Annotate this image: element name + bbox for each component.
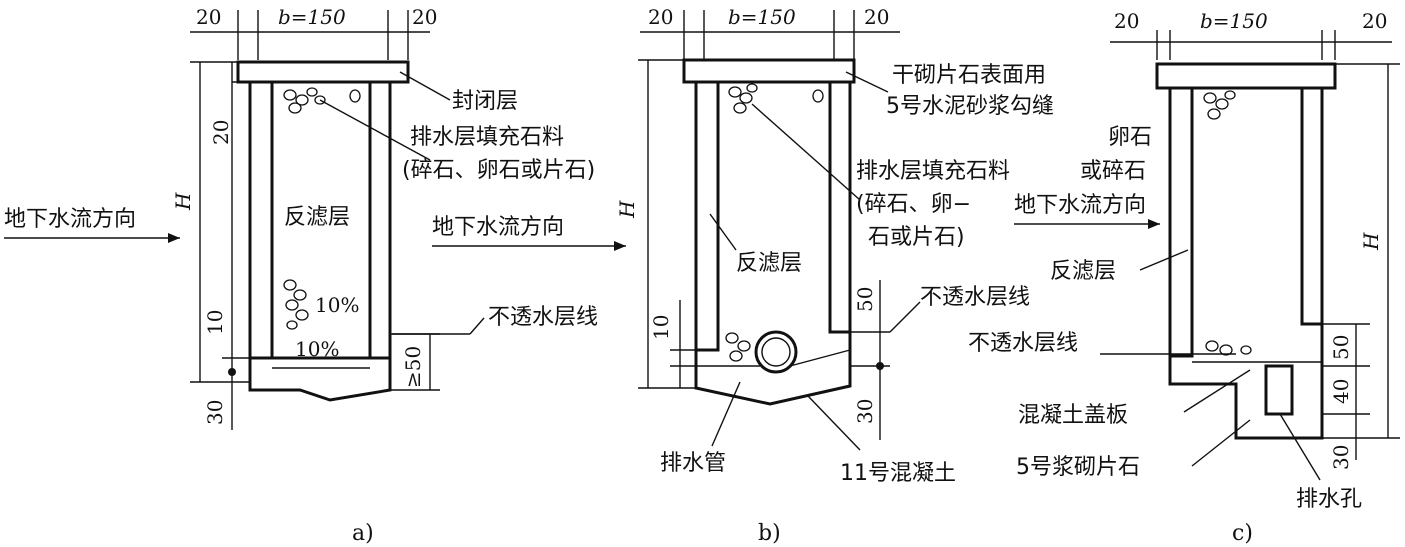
panel-b-left-dims: H 10 bbox=[615, 59, 696, 389]
panel-c-top-dims: 20 b=150 20 bbox=[1110, 9, 1392, 60]
panel-c-right-dims: H 50 40 30 bbox=[1322, 63, 1400, 470]
panel-b-label-pipe: 排水管 bbox=[660, 451, 726, 476]
panel-a-dim-right: 20 bbox=[412, 5, 437, 29]
panel-b-dim-left: 20 bbox=[648, 5, 673, 29]
panel-b-concrete-base bbox=[694, 332, 852, 406]
panel-b-label-fill-1: 排水层填充石料 bbox=[856, 159, 1010, 184]
panel-b-label-flow: 地下水流方向 bbox=[432, 215, 564, 240]
panel-c-dim-right: 20 bbox=[1362, 9, 1387, 33]
panel-c-label-flow: 地下水流方向 bbox=[1014, 193, 1146, 218]
panel-c-cap-slab bbox=[1155, 62, 1337, 90]
panel-a-stones bbox=[283, 87, 361, 330]
panel-b: 20 b=150 20 H 10 bbox=[432, 5, 1054, 546]
panel-b-label-concrete: 11号混凝土 bbox=[840, 461, 956, 486]
panel-a-label-filter: 反滤层 bbox=[284, 205, 350, 230]
panel-c-dim-50: 50 bbox=[1329, 335, 1353, 360]
panel-b-impermeable-wall bbox=[828, 80, 852, 334]
panel-a-label-fill-2: (碎石、卵石或片石) bbox=[402, 158, 595, 183]
panel-a-left-dims: 20 H 10 30 bbox=[171, 61, 250, 430]
panel-c-impermeable-wall bbox=[1300, 86, 1324, 326]
panel-a-label-impermeable: 不透水层线 bbox=[488, 305, 598, 330]
panel-c-label-pebble-2: 或碎石 bbox=[1080, 159, 1146, 184]
panel-a-label-flow: 地下水流方向 bbox=[4, 207, 136, 232]
panel-b-label-cap-2: 5号水泥砂浆勾缝 bbox=[886, 94, 1054, 119]
panel-a-top-dims: 20 b=150 20 bbox=[190, 5, 437, 60]
panel-b-stones bbox=[725, 83, 824, 362]
panel-b-dim-50: 50 bbox=[853, 287, 877, 312]
panel-c-label-impermeable: 不透水层线 bbox=[968, 331, 1078, 356]
panel-b-dim-width: b=150 bbox=[728, 5, 796, 29]
panel-c-dim-width: b=150 bbox=[1200, 9, 1268, 33]
panel-b-label-cap-1: 干砌片石表面用 bbox=[892, 63, 1046, 88]
panel-c-filter-wall bbox=[1168, 86, 1194, 358]
panel-a-impermeable-wall bbox=[368, 80, 392, 360]
panel-a-dim-30: 30 bbox=[203, 400, 227, 425]
panel-c: 20 b=150 20 H 50 40 30 bbox=[968, 9, 1400, 546]
panel-b-dim-h: H bbox=[615, 200, 639, 219]
panel-c-drain-hole bbox=[1264, 364, 1294, 416]
panel-c-caption: c) bbox=[1232, 521, 1253, 546]
panel-a-slope-1: 10% bbox=[315, 293, 359, 317]
panel-c-label-pebble-1: 卵石 bbox=[1108, 125, 1152, 150]
panel-b-label-filter: 反滤层 bbox=[736, 251, 802, 276]
panel-b-caption: b) bbox=[758, 521, 781, 546]
panel-b-dim-10: 10 bbox=[649, 315, 673, 340]
panel-b-filter-wall bbox=[694, 80, 720, 352]
panel-c-label-hole: 排水孔 bbox=[1296, 487, 1362, 512]
panel-b-dim-30: 30 bbox=[853, 399, 877, 424]
panel-c-dim-30: 30 bbox=[1329, 445, 1353, 470]
panel-c-dim-40: 40 bbox=[1329, 379, 1353, 404]
panel-c-label-cover: 混凝土盖板 bbox=[1018, 403, 1128, 428]
panel-a-dim-left: 20 bbox=[196, 5, 221, 29]
panel-a-dim-cap: 20 bbox=[209, 120, 233, 145]
panel-a-dim-h: H bbox=[171, 192, 195, 211]
panel-a-cap-slab bbox=[236, 60, 410, 84]
panel-c-label-filter: 反滤层 bbox=[1050, 259, 1116, 284]
panel-c-stones bbox=[1203, 90, 1252, 356]
panel-c-dim-h: H bbox=[1359, 232, 1383, 251]
panel-a-filter-wall bbox=[248, 80, 274, 360]
panel-b-label-impermeable: 不透水层线 bbox=[920, 285, 1030, 310]
panel-b-label-fill-3: 石或片石) bbox=[868, 225, 965, 250]
panel-a-bottom bbox=[248, 356, 392, 402]
panel-b-dim-right: 20 bbox=[864, 5, 889, 29]
panel-a: 20 b=150 20 10% 10% bbox=[4, 5, 598, 546]
panel-a-caption: a) bbox=[352, 521, 374, 546]
panel-b-top-dims: 20 b=150 20 bbox=[640, 5, 900, 60]
panel-a-dim-width: b=150 bbox=[278, 5, 346, 29]
panel-a-label-seal: 封闭层 bbox=[452, 89, 518, 114]
panel-c-masonry-base bbox=[1168, 324, 1324, 440]
panel-b-label-fill-2: (碎石、卵− bbox=[856, 192, 971, 217]
panel-a-label-fill-1: 排水层填充石料 bbox=[410, 125, 564, 150]
panel-a-dim-ge50: ≥50 bbox=[401, 346, 425, 388]
panel-b-drain-pipe bbox=[754, 330, 798, 374]
panel-b-cap-slab bbox=[682, 58, 856, 84]
panel-c-label-masonry: 5号浆砌片石 bbox=[1016, 455, 1140, 480]
panel-a-slope-2: 10% bbox=[295, 337, 339, 361]
panel-a-dim-10: 10 bbox=[203, 310, 227, 335]
panel-c-dim-left: 20 bbox=[1114, 9, 1139, 33]
